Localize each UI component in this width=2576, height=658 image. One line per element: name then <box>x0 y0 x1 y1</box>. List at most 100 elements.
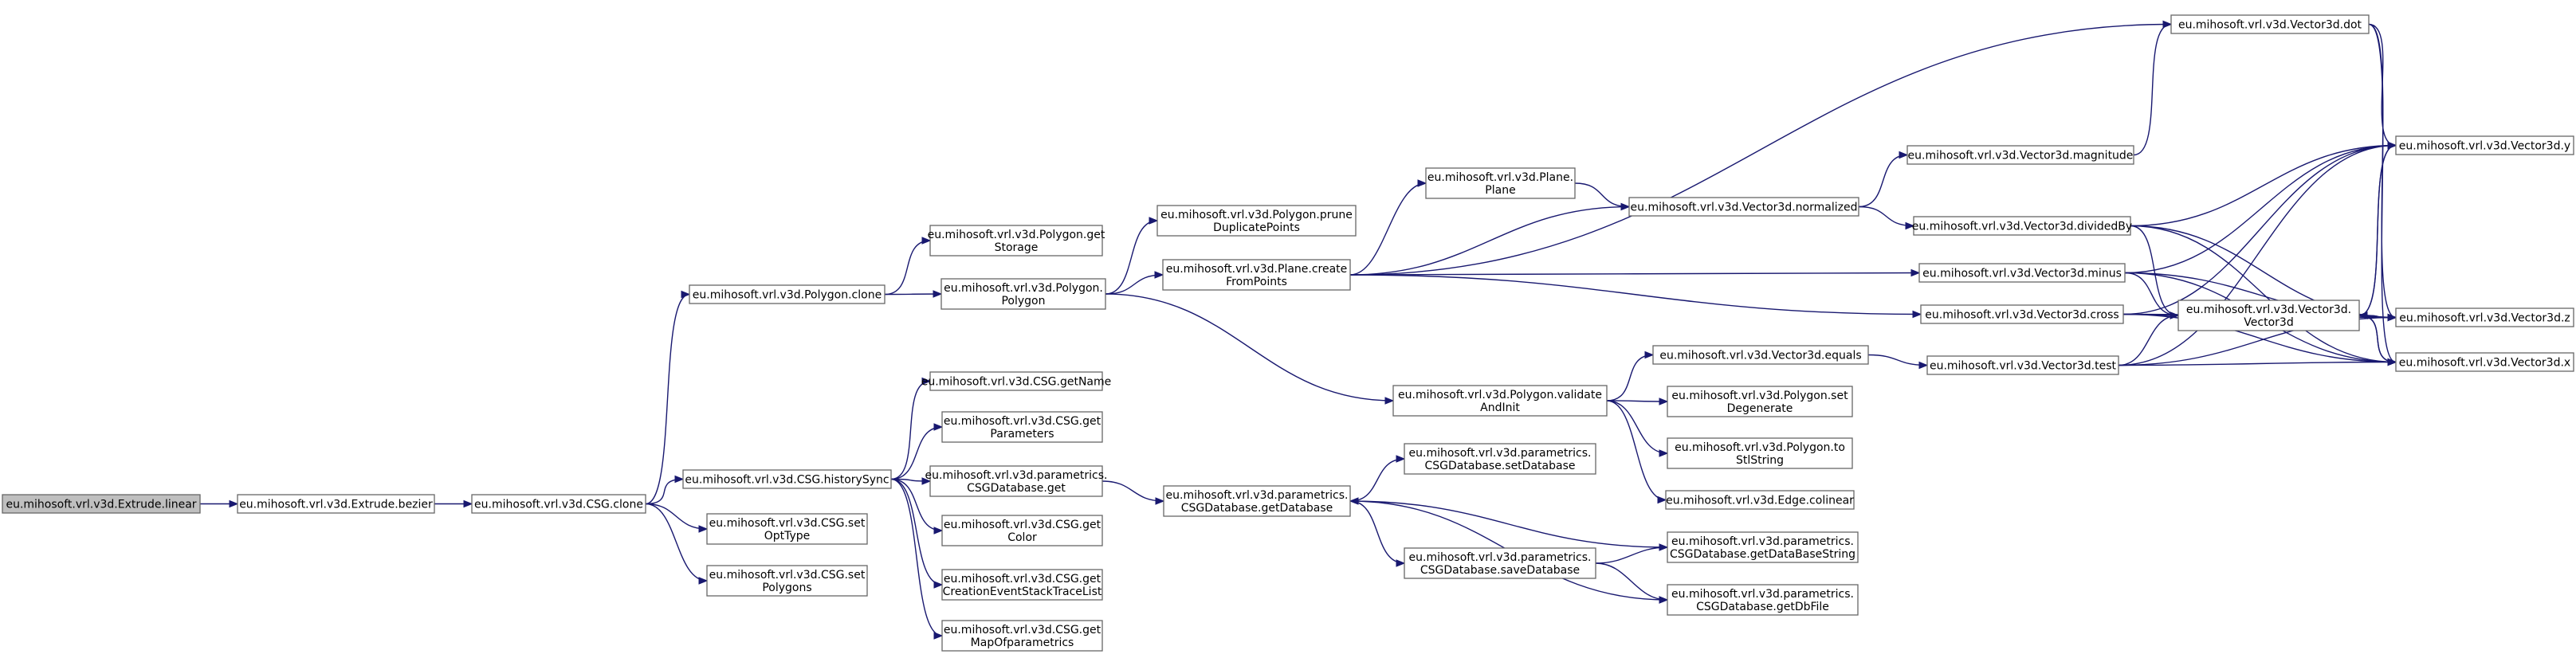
node-vec-dot[interactable]: eu.mihosoft.vrl.v3d.Vector3d.dot <box>2170 14 2370 34</box>
edge-line <box>1105 220 1158 295</box>
call-edges <box>200 20 2397 640</box>
node-csgdb-savedatabase[interactable]: eu.mihosoft.vrl.v3d.parametrics.CSGDatab… <box>1404 547 1596 579</box>
node-box <box>2395 135 2574 155</box>
node-polygon-clone[interactable]: eu.mihosoft.vrl.v3d.Polygon.clone <box>689 284 886 304</box>
edge-polygon-polygon-to-plane-createfrompoints <box>1105 271 1164 295</box>
arrowhead <box>1918 361 1929 370</box>
node-label: eu.mihosoft.vrl.v3d.CSG.get <box>944 573 1101 586</box>
node-csgdb-getdatabase[interactable]: eu.mihosoft.vrl.v3d.parametrics.CSGDatab… <box>1163 485 1351 517</box>
node-label: eu.mihosoft.vrl.v3d.Vector3d.test <box>1930 360 2117 373</box>
node-vec-equals[interactable]: eu.mihosoft.vrl.v3d.Vector3d.equals <box>1652 345 1869 365</box>
node-polygon-setdegenerate[interactable]: eu.mihosoft.vrl.v3d.Polygon.setDegenerat… <box>1667 386 1853 417</box>
edge-csg-historysync-to-csg-getcolor <box>890 478 944 535</box>
node-label: eu.mihosoft.vrl.v3d.Extrude.bezier <box>239 499 433 511</box>
node-csg-clone[interactable]: eu.mihosoft.vrl.v3d.CSG.clone <box>471 494 646 514</box>
edge-line <box>1595 562 1668 601</box>
edge-line <box>1606 400 1668 454</box>
edge-line <box>2118 144 2397 366</box>
node-vec-x[interactable]: eu.mihosoft.vrl.v3d.Vector3d.x <box>2395 352 2574 372</box>
edge-line <box>2130 225 2397 363</box>
node-vec-z[interactable]: eu.mihosoft.vrl.v3d.Vector3d.z <box>2395 307 2574 327</box>
node-vec-test[interactable]: eu.mihosoft.vrl.v3d.Vector3d.test <box>1926 355 2119 375</box>
edge-line <box>2124 272 2179 316</box>
node-csg-getname[interactable]: eu.mihosoft.vrl.v3d.CSG.getName <box>921 371 1112 391</box>
edge-line <box>645 293 690 505</box>
edge-csgdb-getdatabasestring-to-csgdb-getdatabase <box>1349 497 1668 548</box>
node-box <box>1163 485 1351 517</box>
node-csgdb-get[interactable]: eu.mihosoft.vrl.v3d.parametrics.CSGDatab… <box>925 465 1108 497</box>
node-label: eu.mihosoft.vrl.v3d.Vector3d.magnitude <box>1908 150 2134 163</box>
node-label: eu.mihosoft.vrl.v3d.Polygon.set <box>1671 390 1848 402</box>
node-csgdb-getdatabasestring[interactable]: eu.mihosoft.vrl.v3d.parametrics.CSGDatab… <box>1667 531 1859 563</box>
node-box <box>1404 443 1596 475</box>
node-vec-minus[interactable]: eu.mihosoft.vrl.v3d.Vector3d.minus <box>1918 263 2126 283</box>
node-label: eu.mihosoft.vrl.v3d.CSG.set <box>709 517 866 530</box>
node-box <box>1926 355 2119 375</box>
node-vec-dividedby[interactable]: eu.mihosoft.vrl.v3d.Vector3d.dividedBy <box>1912 216 2132 236</box>
arrowhead <box>1155 497 1165 505</box>
arrowhead <box>1899 151 1909 159</box>
node-box <box>1404 547 1596 579</box>
node-label: eu.mihosoft.vrl.v3d.Vector3d.minus <box>1922 268 2122 280</box>
node-label: CSGDatabase.saveDatabase <box>1420 564 1580 577</box>
node-vec-ctor[interactable]: eu.mihosoft.vrl.v3d.Vector3d.Vector3d <box>2177 300 2360 331</box>
node-csgdb-getdbfile[interactable]: eu.mihosoft.vrl.v3d.parametrics.CSGDatab… <box>1667 584 1859 616</box>
node-box <box>2177 300 2360 331</box>
node-label: eu.mihosoft.vrl.v3d.parametrics. <box>925 469 1108 482</box>
node-label: eu.mihosoft.vrl.v3d.CSG.getName <box>921 376 1112 389</box>
node-label: Polygon <box>1001 295 1045 307</box>
node-csgdb-setdatabase[interactable]: eu.mihosoft.vrl.v3d.parametrics.CSGDatab… <box>1404 443 1596 475</box>
node-label: eu.mihosoft.vrl.v3d.Vector3d.y <box>2399 140 2570 153</box>
node-plane-plane[interactable]: eu.mihosoft.vrl.v3d.Plane.Plane <box>1425 167 1576 199</box>
node-label: eu.mihosoft.vrl.v3d.Vector3d.dividedBy <box>1912 221 2132 233</box>
node-label: eu.mihosoft.vrl.v3d.Vector3d.z <box>2399 312 2570 325</box>
node-extrude-linear[interactable]: eu.mihosoft.vrl.v3d.Extrude.linear <box>2 494 201 514</box>
edge-line <box>1349 458 1405 502</box>
node-box <box>2170 14 2370 34</box>
edge-csg-historysync-to-csg-getname <box>890 377 932 480</box>
node-vec-magnitude[interactable]: eu.mihosoft.vrl.v3d.Vector3d.magnitude <box>1906 145 2134 165</box>
node-label: eu.mihosoft.vrl.v3d.Polygon.prune <box>1160 209 1353 221</box>
node-polygon-prune[interactable]: eu.mihosoft.vrl.v3d.Polygon.pruneDuplica… <box>1156 205 1357 237</box>
edge-line <box>1595 546 1668 564</box>
node-polygon-validate[interactable]: eu.mihosoft.vrl.v3d.Polygon.validateAndI… <box>1392 385 1608 417</box>
node-plane-createfrompoints[interactable]: eu.mihosoft.vrl.v3d.Plane.createFromPoin… <box>1162 259 1351 291</box>
node-edge-colinear[interactable]: eu.mihosoft.vrl.v3d.Edge.colinear <box>1665 490 1855 510</box>
node-box <box>929 371 1103 391</box>
edge-polygon-validate-to-vec-equals <box>1606 351 1655 401</box>
arrowhead <box>681 290 691 299</box>
edge-line <box>645 478 684 505</box>
node-label: eu.mihosoft.vrl.v3d.Vector3d.x <box>2399 357 2570 370</box>
node-polygon-polygon[interactable]: eu.mihosoft.vrl.v3d.Polygon.Polygon <box>940 278 1106 310</box>
node-label: eu.mihosoft.vrl.v3d.Vector3d. <box>2186 304 2351 316</box>
arrowhead <box>1644 351 1655 359</box>
node-vec-cross[interactable]: eu.mihosoft.vrl.v3d.Vector3d.cross <box>1920 304 2124 324</box>
node-label: AndInit <box>1480 401 1520 414</box>
edge-plane-createfrompoints-to-plane-plane <box>1349 179 1427 276</box>
node-vec-y[interactable]: eu.mihosoft.vrl.v3d.Vector3d.y <box>2395 135 2574 155</box>
node-csg-getcreation[interactable]: eu.mihosoft.vrl.v3d.CSG.getCreationEvent… <box>941 569 1103 601</box>
node-extrude-bezier[interactable]: eu.mihosoft.vrl.v3d.Extrude.bezier <box>237 494 435 514</box>
edge-line <box>1349 182 1427 276</box>
node-csg-getmap[interactable]: eu.mihosoft.vrl.v3d.CSG.getMapOfparametr… <box>941 620 1103 652</box>
node-label: eu.mihosoft.vrl.v3d.parametrics. <box>1671 535 1854 548</box>
arrowhead <box>921 377 932 386</box>
node-box <box>682 469 892 489</box>
arrowhead <box>1396 455 1406 463</box>
edge-plane-createfrompoints-to-vec-cross <box>1349 274 1922 319</box>
edge-line <box>1349 500 1668 548</box>
node-label: eu.mihosoft.vrl.v3d.Vector3d.normalized <box>1631 202 1858 214</box>
node-vec-normalized[interactable]: eu.mihosoft.vrl.v3d.Vector3d.normalized <box>1628 197 1859 217</box>
node-csg-historysync[interactable]: eu.mihosoft.vrl.v3d.CSG.historySync <box>682 469 892 489</box>
edge-csg-clone-to-csg-historysync <box>645 475 685 505</box>
node-box <box>2395 352 2574 372</box>
node-box <box>1667 437 1853 469</box>
edge-plane-plane-to-vec-normalized <box>1574 182 1631 211</box>
arrowhead <box>2162 20 2173 29</box>
